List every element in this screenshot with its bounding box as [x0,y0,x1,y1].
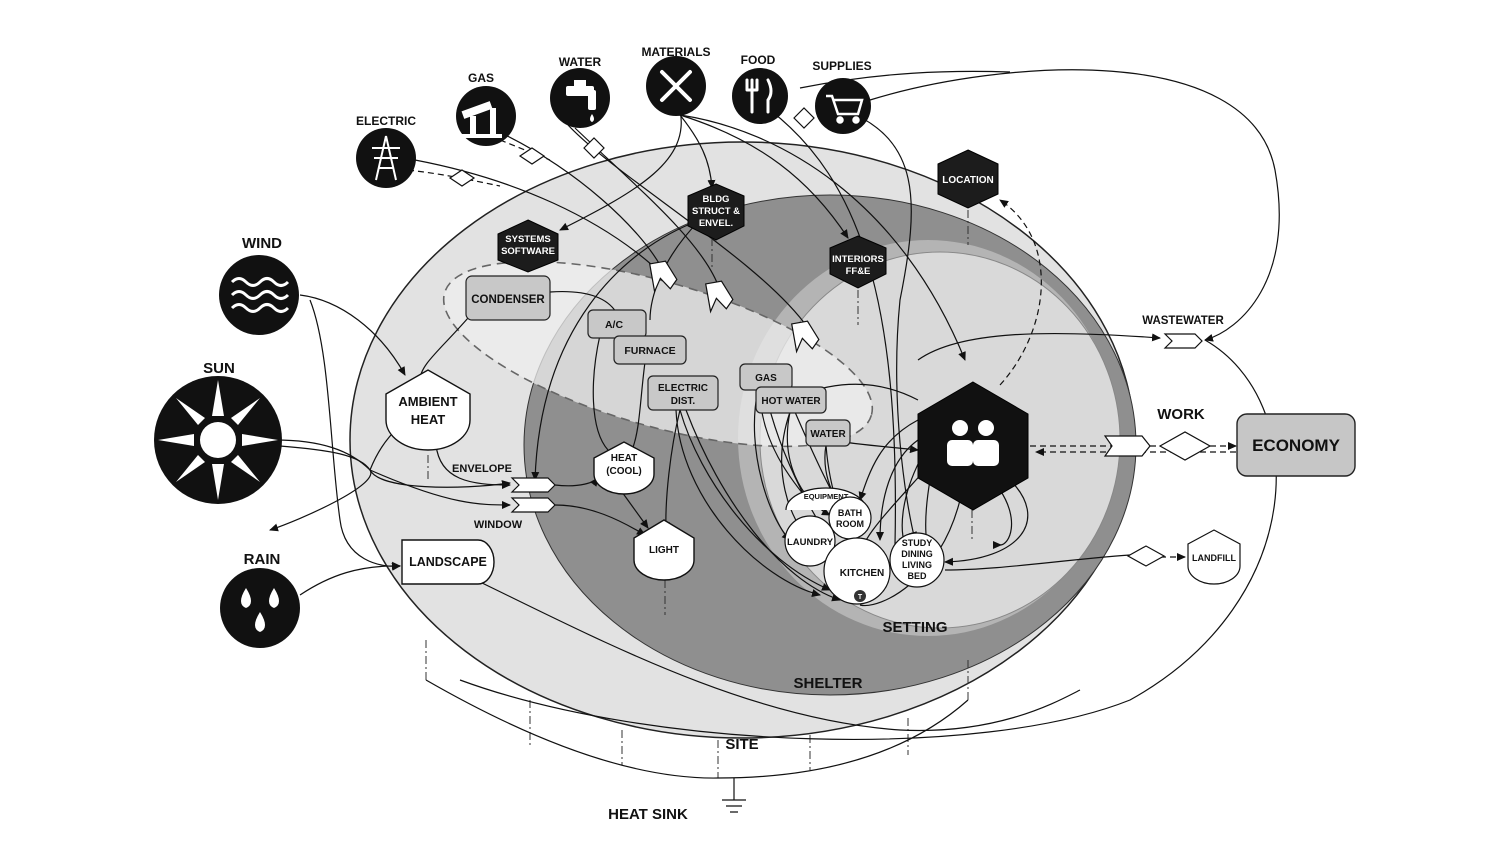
system-gas: GAS [739,363,793,391]
system-ac: A/C [587,309,647,339]
raindrops-icon [241,588,279,632]
label-shelter: SHELTER [794,675,863,692]
heat-cool-line2: (COOL) [606,466,642,477]
cart-icon [826,94,864,124]
study-line3: LIVING [902,560,932,570]
label-rain: RAIN [244,551,281,568]
system-electric-dist: ELECTRIC DIST. [647,375,719,411]
system-water: WATER [805,419,851,447]
label-materials: MATERIALS [641,45,710,59]
waves-icon [230,277,290,313]
resource-water [550,68,610,128]
room-bathroom: BATH ROOM [828,496,872,540]
system-condenser: CONDENSER [465,275,551,321]
study-line2: DINING [901,549,933,559]
bldg-line2: STRUCT & [692,206,740,217]
node-location: LOCATION [937,149,999,209]
ambient-heat-line1: AMBIENT [398,394,457,409]
heat-cool-line1: HEAT [611,453,637,464]
economy-label: ECONOMY [1252,436,1341,455]
label-site: SITE [725,736,758,753]
bldg-line3: ENVEL. [699,218,733,229]
ambient-heat-line2: HEAT [411,412,445,427]
interiors-line2: FF&E [846,266,871,277]
electric-dist-line1: ELECTRIC [658,383,708,394]
gas-system-label: GAS [755,373,777,384]
systems-software-line1: SYSTEMS [505,234,550,245]
water-system-label: WATER [810,429,846,440]
location-label: LOCATION [942,175,993,186]
bldg-line1: BLDG [703,194,730,205]
label-food: FOOD [741,53,776,67]
interiors-line1: INTERIORS [832,254,884,265]
system-hot-water: HOT WATER [755,386,827,414]
node-economy: ECONOMY [1236,413,1356,477]
laundry-label: LAUNDRY [787,537,834,548]
label-gas: GAS [468,71,494,85]
room-study: STUDY DINING LIVING BED [889,532,945,588]
label-wind: WIND [242,235,282,252]
furnace-label: FURNACE [624,345,675,357]
systems-software-line2: SOFTWARE [501,246,555,257]
hot-water-label: HOT WATER [761,396,821,407]
label-water: WATER [559,55,602,69]
label-envelope: ENVELOPE [452,463,512,475]
system-furnace: FURNACE [613,335,687,365]
faucet-icon [566,80,596,122]
climate-sun [154,376,282,504]
bathroom-line1: BATH [838,508,862,518]
label-heat-sink: HEAT SINK [608,806,688,823]
label-wastewater: WASTEWATER [1142,315,1224,327]
label-setting: SETTING [882,619,947,636]
bathroom-line2: ROOM [836,519,864,529]
label-electric: ELECTRIC [356,114,416,128]
node-people [917,381,1029,511]
equipment-label: EQUIPMENT [804,492,849,501]
diamond-connectors [448,107,1212,567]
condenser-label: CONDENSER [471,294,545,306]
people-icon [947,420,999,466]
node-systems-software: SYSTEMS SOFTWARE [497,219,559,273]
node-interiors: INTERIORS FF&E [829,235,887,289]
node-landscape: LANDSCAPE [401,539,495,585]
label-sun: SUN [203,360,235,377]
kitchen-label: KITCHEN [840,568,884,579]
node-light: LIGHT [633,519,695,581]
node-ambient-heat: AMBIENT HEAT [385,369,471,451]
label-supplies: SUPPLIES [812,59,871,73]
node-bldg-struct: BLDG STRUCT & ENVEL. [687,183,745,241]
ac-label: A/C [605,319,624,331]
node-landfill: LANDFILL [1187,529,1241,585]
study-line1: STUDY [902,538,933,548]
label-window: WINDOW [474,519,523,531]
resource-supplies [815,78,871,134]
node-heat-cool: HEAT (COOL) [593,441,655,495]
climate-wind [219,255,299,335]
resource-food [732,68,788,124]
tools-icon [660,70,692,102]
climate-rain [220,568,300,648]
landscape-label: LANDSCAPE [409,555,487,569]
room-kitchen: KITCHEN T [823,537,891,605]
room-laundry: LAUNDRY [784,515,836,567]
power-tower-icon [372,135,400,181]
oil-pump-icon [461,101,502,138]
label-work: WORK [1157,406,1205,423]
resource-gas [456,86,516,146]
light-label: LIGHT [649,545,679,556]
study-line4: BED [907,571,927,581]
resource-materials [646,56,706,116]
resource-electric [356,128,416,188]
fork-knife-icon [745,78,773,114]
sun-icon [158,380,278,500]
landfill-label: LANDFILL [1192,553,1236,563]
electric-dist-line2: DIST. [671,396,696,407]
site-divisions [425,640,969,813]
kitchen-badge: T [858,594,863,601]
chevron-markers [510,260,1203,513]
